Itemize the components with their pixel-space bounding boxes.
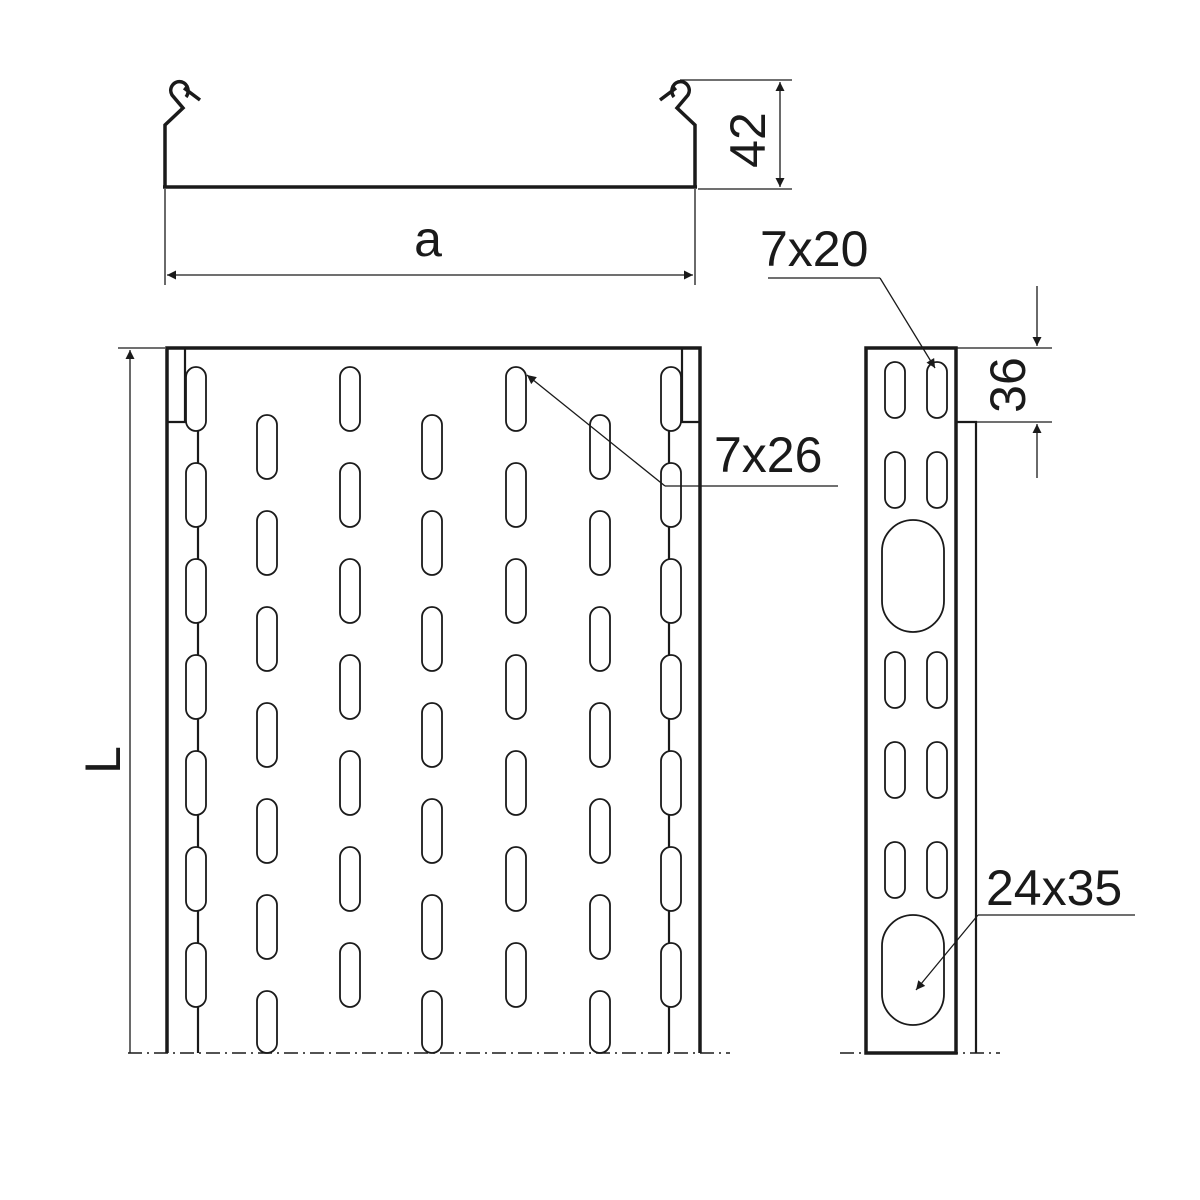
height-label: 42 [720,112,776,168]
perforation-slot [589,414,611,480]
side-slot-label: 7x20 [760,221,868,277]
side-view [864,346,978,1055]
side-slot [884,451,906,509]
large-slot-leader: 24x35 [915,860,1135,991]
length-dimension: L [75,347,165,1053]
perforation-slot [421,894,443,960]
perforation-slot [185,942,207,1008]
side-slot [926,451,948,509]
plan-view [165,346,702,1054]
side-offset-label: 36 [980,357,1036,413]
perforation-slot [185,750,207,816]
perforation-slot [421,414,443,480]
perforation-slot [660,462,682,528]
perforation-slot [421,702,443,768]
large-slot-label: 24x35 [986,860,1122,916]
perforation-slot [505,654,527,720]
side-slot-group [881,361,948,1026]
width-label: a [414,211,442,267]
perforation-slot [256,606,278,672]
perforation-slot [185,846,207,912]
perforation-slot [256,510,278,576]
perforation-slot [505,366,527,432]
perforation-slot [589,510,611,576]
perforation-slot [505,750,527,816]
perforation-slot [185,654,207,720]
perforation-slot [505,846,527,912]
perforation-slot [185,366,207,432]
perforation-slot [660,750,682,816]
length-label: L [75,746,131,774]
perforation-slot [339,750,361,816]
perforation-slot [339,366,361,432]
perforation-slot [256,990,278,1054]
large-oval-slot [881,519,945,633]
perforation-slot [589,702,611,768]
perforation-slot [589,990,611,1054]
cross-section-profile [163,79,697,189]
large-oval-slot [881,914,945,1026]
side-slot [926,741,948,799]
perforation-slot [660,846,682,912]
perforation-slot [505,462,527,528]
perforation-slot [421,606,443,672]
side-slot [884,841,906,899]
perforation-slot [660,558,682,624]
width-dimension: a [164,189,696,285]
perforation-slot [185,558,207,624]
perforation-slot [339,942,361,1008]
perforation-slot [256,702,278,768]
top-slot-label: 7x26 [714,427,822,483]
top-slot-leader: 7x26 [526,374,838,487]
perforation-slot [256,798,278,864]
perforation-slot [589,606,611,672]
side-slot [884,361,906,419]
side-slot [884,741,906,799]
side-slot-leader: 7x20 [760,221,936,369]
perforation-slot [256,414,278,480]
side-slot [926,361,948,419]
perforation-slot [421,798,443,864]
perforation-slot [421,990,443,1054]
side-slot [884,651,906,709]
perforation-slot [505,558,527,624]
perforation-slot [256,894,278,960]
side-slot [926,651,948,709]
perforation-slot [589,894,611,960]
perforation-slot [589,798,611,864]
perforation-slot [185,462,207,528]
perforation-slot [505,942,527,1008]
perforation-slot [339,846,361,912]
perforation-slot [660,654,682,720]
perforation-slot [421,510,443,576]
plan-slot-group [185,366,682,1054]
perforation-slot [339,654,361,720]
perforation-slot [660,366,682,432]
side-offset-dimension: 36 [956,286,1052,478]
perforation-slot [660,942,682,1008]
side-slot [926,841,948,899]
height-dimension: 42 [680,79,792,190]
perforation-slot [339,462,361,528]
perforation-slot [339,558,361,624]
